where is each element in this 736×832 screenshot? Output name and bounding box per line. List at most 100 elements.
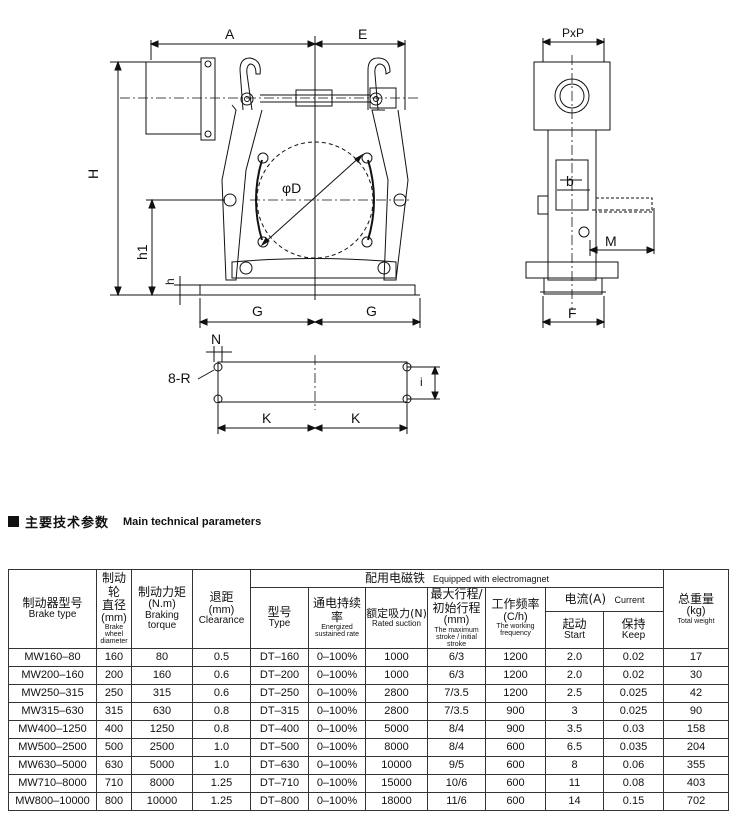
dim-label-G-left: G — [252, 303, 263, 319]
dim-label-K-left: K — [262, 410, 272, 426]
table-cell: 0.6 — [192, 665, 251, 685]
table-cell: 204 — [663, 737, 730, 757]
table-cell: 8/4 — [427, 737, 486, 757]
table-cell: 500 — [96, 737, 132, 757]
header-wheel-diameter: 制动轮 直径 (mm) Brake wheel diameter — [96, 569, 132, 649]
table-cell: 0.06 — [602, 755, 665, 775]
table-cell: 0–100% — [308, 773, 366, 793]
table-cell: 0.8 — [192, 701, 251, 721]
table-cell: 8/4 — [427, 719, 486, 739]
table-cell: DT–710 — [250, 773, 309, 793]
table-cell: 7/3.5 — [427, 683, 486, 703]
table-cell: 0–100% — [308, 737, 366, 757]
table-cell: 600 — [485, 773, 546, 793]
table-cell: 400 — [96, 719, 132, 739]
table-cell: 6/3 — [427, 665, 486, 685]
table-cell: 8000 — [131, 773, 193, 793]
table-cell: 0–100% — [308, 719, 366, 739]
table-cell: 3 — [545, 701, 604, 721]
table-cell: 10/6 — [427, 773, 486, 793]
table-cell: 0.025 — [602, 701, 665, 721]
table-cell: 2.5 — [545, 683, 604, 703]
table-cell: 80 — [131, 647, 193, 667]
table-cell: DT–315 — [250, 701, 309, 721]
table-cell: DT–250 — [250, 683, 309, 703]
table-cell: MW400–1250 — [8, 719, 97, 739]
table-cell: 9/5 — [427, 755, 486, 775]
table-cell: 1.0 — [192, 737, 251, 757]
table-cell: 600 — [485, 755, 546, 775]
table-cell: 18000 — [365, 791, 428, 811]
table-cell: 0–100% — [308, 665, 366, 685]
table-cell: 1.25 — [192, 773, 251, 793]
table-cell: 2800 — [365, 701, 428, 721]
table-cell: 800 — [96, 791, 132, 811]
table-cell: 0–100% — [308, 683, 366, 703]
table-cell: 900 — [485, 701, 546, 721]
table-cell: 158 — [663, 719, 730, 739]
dim-label-F: F — [568, 305, 577, 321]
table-cell: 8 — [545, 755, 604, 775]
dim-label-h1: h1 — [134, 244, 150, 260]
dim-label-8R: 8-R — [168, 370, 191, 386]
table-cell: MW800–10000 — [8, 791, 97, 811]
table-cell: 42 — [663, 683, 730, 703]
table-cell: 11/6 — [427, 791, 486, 811]
table-cell: MW315–630 — [8, 701, 97, 721]
table-cell: 900 — [485, 719, 546, 739]
table-cell: 403 — [663, 773, 730, 793]
table-cell: 1200 — [485, 665, 546, 685]
table-cell: 1200 — [485, 647, 546, 667]
header-rated-suction: 额定吸力(N) Rated suction — [365, 587, 428, 649]
table-cell: 2500 — [131, 737, 193, 757]
table-cell: 10000 — [365, 755, 428, 775]
header-current: 电流(A) Current — [544, 587, 665, 612]
header-total-weight: 总重量 (kg) Total weight — [663, 569, 730, 649]
table-cell: 0.025 — [602, 683, 665, 703]
header-model: 制动器型号 Brake type — [8, 569, 97, 649]
table-cell: 315 — [96, 701, 132, 721]
header-braking-torque: 制动力矩 (N.m) Braking torque — [131, 569, 193, 649]
table-cell: MW200–160 — [8, 665, 97, 685]
table-cell: 0.03 — [602, 719, 665, 739]
dim-label-K-right: K — [351, 410, 361, 426]
table-cell: 630 — [96, 755, 132, 775]
dim-label-N: N — [211, 331, 221, 347]
table-cell: 5000 — [365, 719, 428, 739]
table-cell: 7/3.5 — [427, 701, 486, 721]
table-cell: 0.5 — [192, 647, 251, 667]
table-cell: 1250 — [131, 719, 193, 739]
table-cell: 1.0 — [192, 755, 251, 775]
table-cell: 2.0 — [545, 665, 604, 685]
header-type: 型号 Type — [250, 587, 309, 649]
parameters-table: 制动器型号 Brake type 制动轮 直径 (mm) Brake wheel… — [8, 569, 730, 811]
table-cell: MW710–8000 — [8, 773, 97, 793]
table-cell: MW630–5000 — [8, 755, 97, 775]
dim-label-b: b — [566, 173, 574, 189]
table-cell: 8000 — [365, 737, 428, 757]
section-title-en: Main technical parameters — [123, 515, 262, 528]
table-cell: 0.035 — [602, 737, 665, 757]
dim-label-G-right: G — [366, 303, 377, 319]
table-cell: MW250–315 — [8, 683, 97, 703]
table-cell: 30 — [663, 665, 730, 685]
table-cell: 90 — [663, 701, 730, 721]
table-cell: 2800 — [365, 683, 428, 703]
table-cell: 702 — [663, 791, 730, 811]
table-cell: 6/3 — [427, 647, 486, 667]
table-cell: 0.6 — [192, 683, 251, 703]
table-cell: 0–100% — [308, 791, 366, 811]
table-cell: 0–100% — [308, 701, 366, 721]
table-cell: 1200 — [485, 683, 546, 703]
table-cell: 0.08 — [602, 773, 665, 793]
table-cell: 0–100% — [308, 755, 366, 775]
